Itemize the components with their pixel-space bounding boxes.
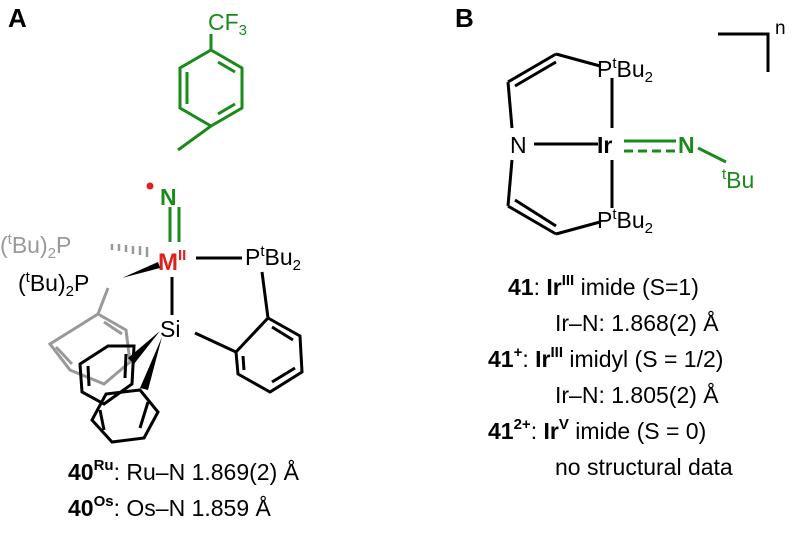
aryl-ring — [168, 34, 244, 242]
phosphine-bottom: PtBu2 — [597, 206, 653, 237]
nitrogen-label: N — [160, 184, 177, 210]
si-wedge-2 — [140, 337, 162, 390]
radical-dot — [146, 182, 154, 190]
si-wedge-1 — [128, 331, 160, 364]
charge-n: n — [775, 18, 786, 39]
amide-n: N — [510, 132, 527, 158]
ir-n-bond — [624, 139, 727, 164]
caption-40os: 40Os: Os–N 1.859 Å — [68, 493, 272, 521]
caption-41plus-distance: Ir–N: 1.805(2) Å — [555, 381, 719, 408]
wedge-bond — [122, 262, 160, 278]
charge-bracket — [718, 32, 770, 72]
caption-no-data: no structural data — [555, 454, 733, 480]
panel-label-b: B — [455, 3, 474, 33]
hashed-bond — [110, 244, 149, 257]
phosphine-top: PtBu2 — [597, 55, 653, 86]
caption-41-distance: Ir–N: 1.868(2) Å — [555, 309, 719, 336]
back-aryl-ring — [47, 287, 132, 386]
iridium-label: Ir — [597, 132, 612, 158]
cf3-group: CF3 — [208, 9, 247, 39]
silicon-label: Si — [160, 316, 180, 342]
aryl-n-bond — [177, 124, 212, 152]
tbu-group: tBu — [722, 166, 754, 193]
phosphine-right: PtBu2 — [245, 243, 301, 274]
pnp-backbone — [506, 52, 614, 236]
phosphine-left: (tBu)2P — [18, 269, 89, 300]
front-aryl-ring-bottom — [90, 388, 160, 444]
skeleton-bonds — [170, 256, 270, 354]
imide-n: N — [678, 132, 695, 158]
phosphine-back: (tBu)2P — [0, 231, 71, 262]
caption-41plus: 41+: IrIII imidyl (S = 1/2) — [488, 344, 723, 372]
front-aryl-ring-left — [78, 344, 136, 406]
metal-label: MII — [158, 247, 186, 276]
right-aryl-ring — [234, 316, 304, 394]
panel-label-a: A — [8, 3, 27, 33]
caption-40ru: 40Ru: Ru–N 1.869(2) Å — [68, 457, 300, 485]
caption-41-2plus: 412+: IrV imide (S = 0) — [488, 416, 706, 444]
caption-41: 41: IrIII imide (S=1) — [508, 272, 699, 300]
